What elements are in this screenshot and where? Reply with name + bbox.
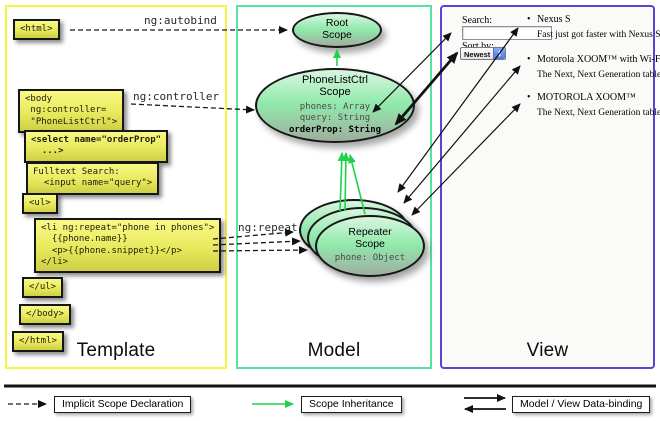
repeater-prop-phone: phone: Object [334,253,406,264]
model-column-label: Model [307,340,361,361]
phone-name: MOTOROLA XOOM™ [537,92,636,103]
bullet-icon: • [527,92,531,103]
code-html-open: <html> [13,19,60,41]
code-html-close: </html> [12,331,64,353]
code-body-open: <body ng:controller= "PhoneListCtrl"> [18,89,125,133]
phonelistctrl-prop-orderprop: orderProp: String [288,125,382,136]
code-body-close: </body> [19,304,71,326]
root-scope-title-1: Root [325,17,349,30]
view-column-label: View [526,340,569,361]
phone-list-item: • Motorola XOOM™ with Wi-Fi The Next, Nex… [527,54,660,80]
legend-scope-inheritance: Scope Inheritance [301,396,402,413]
code-li-repeat: <li ng:repeat="phone in phones"> {{phone… [34,218,222,273]
model-column: Model [236,5,432,369]
label-ng-autobind: ng:autobind [144,14,217,27]
select-stepper-icon: ▲▼ [493,48,505,59]
code-ul-open: <ul> [22,193,58,215]
repeater-title-1: Repeater [348,225,392,238]
sort-select-value: Newest [464,50,491,59]
phone-name: Motorola XOOM™ with Wi-Fi [537,54,660,65]
label-ng-controller: ng:controller [133,90,220,103]
bullet-icon: • [527,14,531,25]
label-ng-repeat: ng:repeat [238,221,298,234]
phonelistctrl-title-1: PhoneListCtrl [301,74,369,87]
repeater-scope-ellipse-front: Repeater Scope phone: Object [315,215,425,277]
phonelistctrl-prop-query: query: String [299,113,371,124]
phone-snippet: The Next, Next Generation tablet. [537,108,660,118]
phone-list-item: • Nexus S Fast just got faster with Nexus… [527,14,660,40]
phonelistctrl-prop-phones: phones: Array [299,101,371,112]
template-column-label: Template [76,340,156,361]
root-scope-title-2: Scope [322,29,352,41]
sort-select[interactable]: Newest ▲▼ [460,47,506,60]
code-fulltext: Fulltext Search: <input name="query"> [26,162,160,195]
phone-list-item: • MOTOROLA XOOM™ The Next, Next Generatio… [527,92,660,118]
phone-snippet: Fast just got faster with Nexus S. [537,30,660,40]
code-select: <select name="orderProp" ...> [24,130,169,163]
repeater-title-2: Scope [355,237,385,250]
phone-name: Nexus S [537,14,571,25]
phone-snippet: The Next, Next Generation tablet. [537,70,660,80]
legend-data-binding: Model / View Data-binding [512,396,651,413]
search-label: Search: [462,15,492,26]
code-ul-close: </ul> [22,277,64,299]
phonelistctrl-scope-ellipse: PhoneListCtrl Scope phones: Array query:… [255,68,415,143]
bullet-icon: • [527,54,531,65]
root-scope-ellipse: Root Scope [292,12,382,48]
phonelistctrl-title-2: Scope [319,86,351,99]
legend-implicit-scope: Implicit Scope Declaration [54,396,192,413]
